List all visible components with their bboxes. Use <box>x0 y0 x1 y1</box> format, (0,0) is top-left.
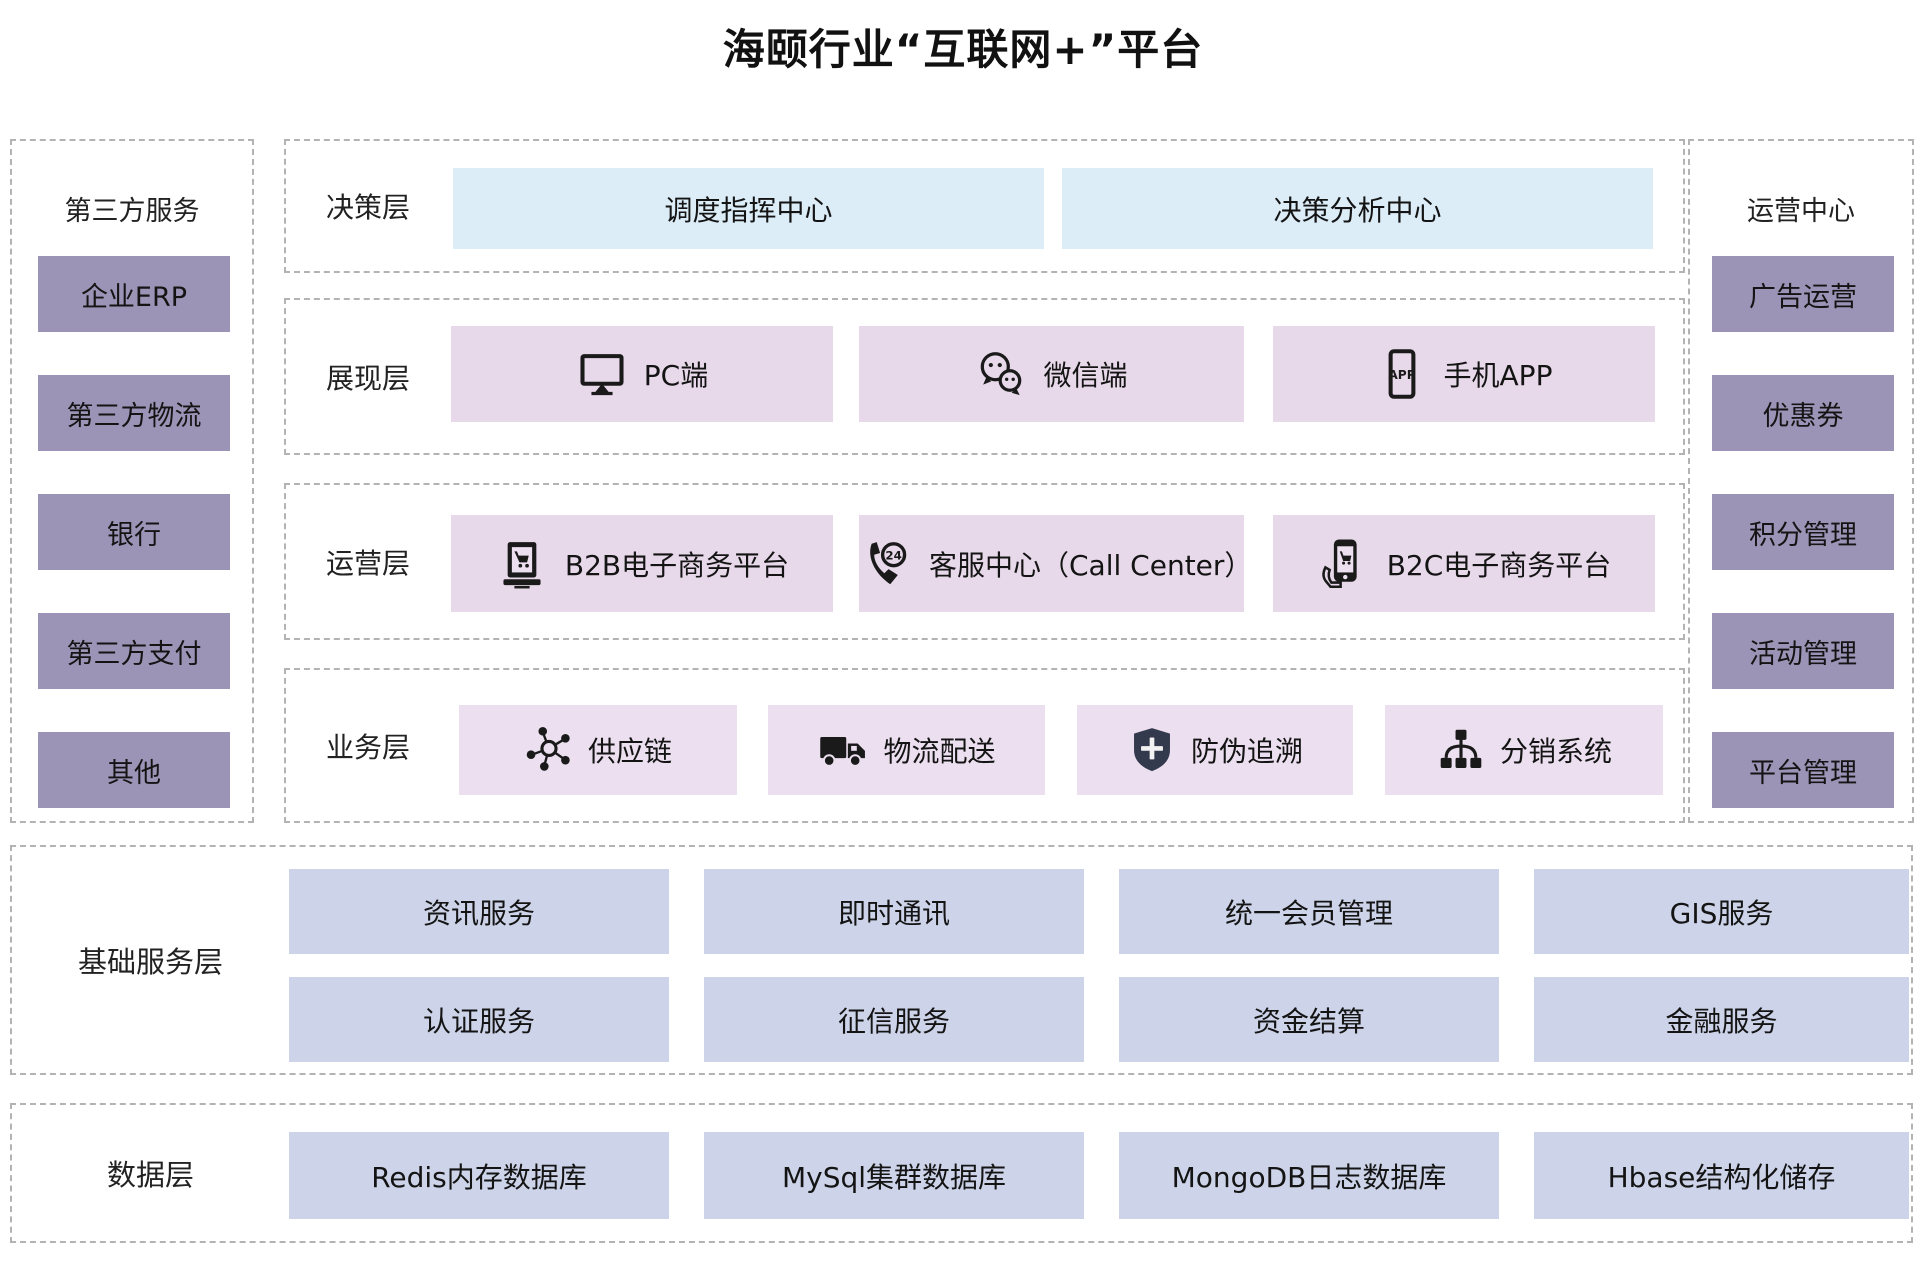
auth-service-box: 认证服务 <box>289 977 669 1062</box>
distribution-system-label: 分销系统 <box>1499 735 1612 768</box>
base-services-panel: 基础服务层 资讯服务 即时通讯 统一会员管理 GIS服务 认证服务 征信服务 资… <box>10 845 1913 1075</box>
svg-text:24: 24 <box>885 548 901 562</box>
sitemap-icon <box>1440 729 1482 768</box>
b2c-platform-box: B2C电子商务平台 <box>1273 515 1655 612</box>
business-layer-row: 业务层 供应链 <box>284 668 1685 823</box>
truck-icon <box>820 737 866 767</box>
right-panel-operation-center: 运营中心 广告运营 优惠券 积分管理 活动管理 平台管理 <box>1688 139 1914 823</box>
mobile-app-box: APP 手机APP <box>1273 326 1655 422</box>
b2c-platform-label: B2C电子商务平台 <box>1386 548 1612 582</box>
right-item-points: 积分管理 <box>1712 494 1894 570</box>
phone-24-icon: 24 <box>870 541 907 584</box>
left-item-payment: 第三方支付 <box>38 613 230 689</box>
mobile-app-label: 手机APP <box>1443 359 1553 392</box>
laptop-cart-icon <box>503 541 541 588</box>
logistics-delivery-box: 物流配送 <box>768 705 1045 795</box>
mysql-db-box: MySql集群数据库 <box>704 1132 1084 1219</box>
call-center-label: 客服中心（Call Center） <box>929 548 1253 582</box>
network-icon <box>526 726 570 771</box>
finance-service-box: 金融服务 <box>1534 977 1909 1062</box>
left-panel-third-party: 第三方服务 企业ERP 第三方物流 银行 第三方支付 其他 <box>10 139 254 823</box>
presentation-layer-row: 展现层 PC端 微信端 <box>284 298 1685 455</box>
wechat-client-label: 微信端 <box>1043 359 1128 392</box>
info-service-box: 资讯服务 <box>289 869 669 954</box>
shield-plus-icon <box>1134 728 1170 772</box>
data-layer-panel: 数据层 Redis内存数据库 MySql集群数据库 MongoDB日志数据库 H… <box>10 1103 1913 1243</box>
left-item-other: 其他 <box>38 732 230 808</box>
logistics-delivery-label: 物流配送 <box>883 735 996 768</box>
decision-analysis-center-box: 决策分析中心 <box>1062 168 1653 249</box>
right-item-platform: 平台管理 <box>1712 732 1894 808</box>
distribution-system-box: 分销系统 <box>1385 705 1663 795</box>
monitor-icon <box>580 354 624 396</box>
left-panel-title: 第三方服务 <box>64 196 200 227</box>
dispatch-command-center-box: 调度指挥中心 <box>453 168 1044 249</box>
presentation-layer-label: 展现层 <box>326 361 411 395</box>
unified-member-box: 统一会员管理 <box>1119 869 1499 954</box>
right-panel-title: 运营中心 <box>1747 196 1855 227</box>
b2b-platform-label: B2B电子商务平台 <box>564 548 790 582</box>
decision-layer-row: 决策层 调度指挥中心 决策分析中心 <box>284 139 1685 273</box>
business-layer-label: 业务层 <box>326 730 411 764</box>
redis-db-box: Redis内存数据库 <box>289 1132 669 1219</box>
hbase-storage-box: Hbase结构化储存 <box>1534 1132 1909 1219</box>
wechat-client-box: 微信端 <box>859 326 1244 422</box>
base-services-label: 基础服务层 <box>77 945 223 979</box>
left-item-erp: 企业ERP <box>38 256 230 332</box>
page-title: 海颐行业“互联网+”平台 <box>722 25 1204 74</box>
decision-layer-label: 决策层 <box>326 191 411 224</box>
instant-messaging-box: 即时通讯 <box>704 869 1084 954</box>
pc-client-box: PC端 <box>451 326 833 422</box>
right-item-coupon: 优惠券 <box>1712 375 1894 451</box>
credit-service-box: 征信服务 <box>704 977 1084 1062</box>
wechat-icon <box>981 352 1022 396</box>
svg-text:APP: APP <box>1388 368 1415 382</box>
fund-settlement-box: 资金结算 <box>1119 977 1499 1062</box>
gis-service-box: GIS服务 <box>1534 869 1909 954</box>
hand-phone-cart-icon <box>1321 539 1357 588</box>
mongodb-db-box: MongoDB日志数据库 <box>1119 1132 1499 1219</box>
right-item-activity: 活动管理 <box>1712 613 1894 689</box>
call-center-box: 24 客服中心（Call Center） <box>859 515 1253 612</box>
data-layer-label: 数据层 <box>106 1158 194 1192</box>
right-item-ads: 广告运营 <box>1712 256 1894 332</box>
operation-layer-row: 运营层 B2B电子商务平台 24 客服中心（Call Center） <box>284 483 1685 640</box>
anti-counterfeit-box: 防伪追溯 <box>1077 705 1353 795</box>
left-item-bank: 银行 <box>38 494 230 570</box>
left-item-logistics: 第三方物流 <box>38 375 230 451</box>
supply-chain-box: 供应链 <box>459 705 737 795</box>
supply-chain-label: 供应链 <box>587 735 672 768</box>
anti-counterfeit-label: 防伪追溯 <box>1190 735 1303 768</box>
operation-layer-label: 运营层 <box>326 546 411 580</box>
phone-app-icon: APP <box>1388 349 1415 399</box>
b2b-platform-box: B2B电子商务平台 <box>451 515 833 612</box>
pc-client-label: PC端 <box>643 359 709 392</box>
